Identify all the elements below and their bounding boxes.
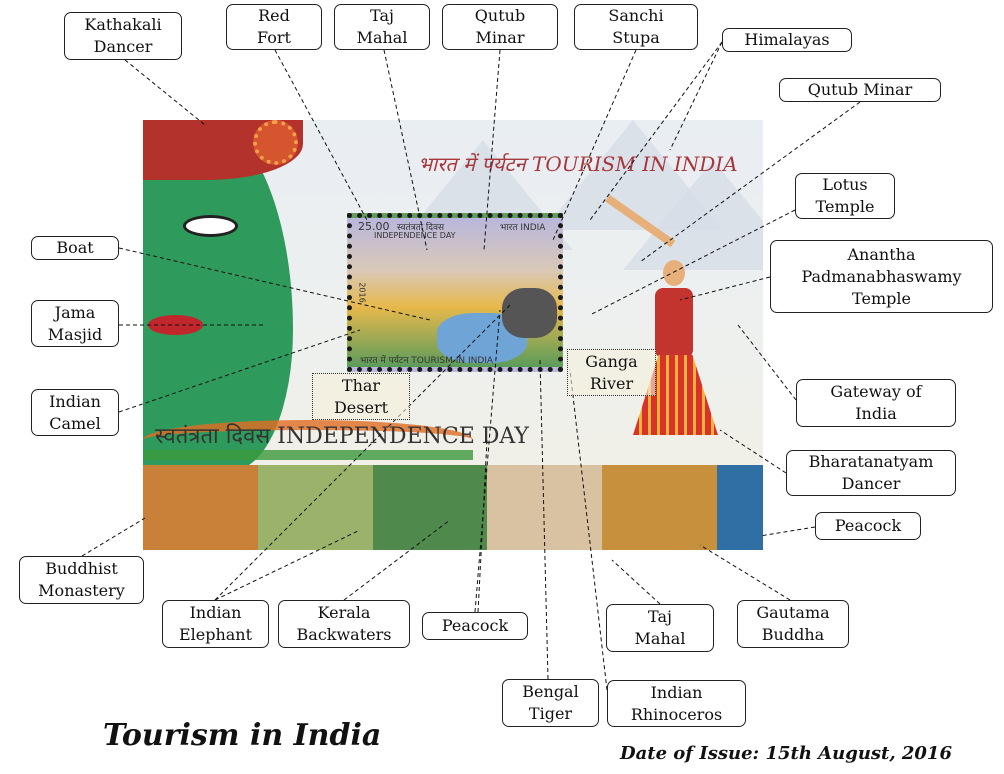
label-thar-desert: Thar Desert [312, 373, 410, 420]
stamp-bottom-text: भारत में पर्यटन TOURISM IN INDIA [360, 356, 494, 366]
stamp-sheet-image: भारत में पर्यटन TOURISM IN INDIA स्वतंत्… [143, 120, 763, 550]
label-peacock-bottom: Peacock [422, 612, 528, 640]
stamp-elephant [502, 288, 557, 338]
label-taj-mahal-top: Taj Mahal [334, 4, 430, 50]
footer-title: Tourism in India [103, 718, 382, 753]
label-lotus-temple: Lotus Temple [795, 173, 895, 219]
label-indian-camel: Indian Camel [31, 389, 119, 436]
label-kerala-backwaters: Kerala Backwaters [278, 600, 410, 648]
sheet-title: भारत में पर्यटन TOURISM IN INDIA [418, 152, 738, 176]
label-kathakali-dancer: Kathakali Dancer [64, 12, 182, 60]
stamp-hindi-title: स्वतंत्रता दिवस [397, 223, 445, 233]
label-boat: Boat [31, 236, 119, 260]
label-qutub-minar-top: Qutub Minar [442, 4, 558, 50]
stamp-value: 25.00 [358, 220, 390, 233]
label-taj-mahal-bottom: Taj Mahal [606, 604, 714, 652]
label-ganga-river: Ganga River [567, 349, 656, 396]
mountain [623, 160, 763, 270]
label-bharatanatyam-dancer: Bharatanatyam Dancer [786, 450, 956, 496]
tricolor-ribbon [143, 420, 473, 460]
bottom-painting-strip [143, 465, 763, 550]
label-indian-elephant: Indian Elephant [162, 600, 269, 648]
label-anantha-padmanabhaswamy-temple: Anantha Padmanabhaswamy Temple [770, 240, 993, 313]
label-sanchi-stupa: Sanchi Stupa [574, 4, 698, 50]
kathakali-eye [183, 215, 238, 237]
label-gautama-buddha: Gautama Buddha [737, 600, 849, 648]
label-bengal-tiger: Bengal Tiger [502, 679, 599, 727]
label-red-fort: Red Fort [226, 4, 322, 50]
sheet-subtitle: स्वतंत्रता दिवस INDEPENDENCE DAY [155, 424, 529, 449]
stamp: 25.00 स्वतंत्रता दिवस INDEPENDENCE DAY भ… [347, 213, 563, 372]
label-peacock-right: Peacock [815, 512, 921, 540]
label-jama-masjid: Jama Masjid [31, 300, 119, 347]
stamp-english-title: INDEPENDENCE DAY [374, 231, 456, 240]
stamp-country: भारत INDIA [500, 223, 546, 233]
label-indian-rhinoceros: Indian Rhinoceros [607, 680, 746, 727]
label-gateway-of-india: Gateway of India [796, 379, 956, 427]
label-qutub-minar-right: Qutub Minar [779, 78, 941, 102]
crown-flower [253, 120, 298, 165]
issue-date: Date of Issue: 15th August, 2016 [620, 743, 952, 764]
label-buddhist-monastery: Buddhist Monastery [19, 556, 144, 604]
label-himalayas: Himalayas [722, 28, 852, 52]
